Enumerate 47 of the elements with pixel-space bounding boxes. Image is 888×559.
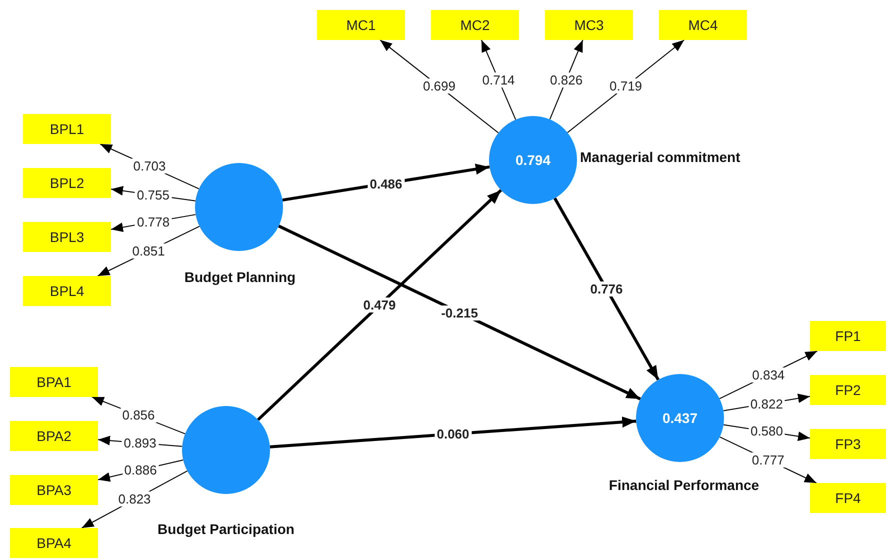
construct-name: Managerial commitment (580, 149, 740, 165)
indicator-box: BPL2 (23, 168, 111, 198)
indicator-box: BPL4 (23, 276, 111, 306)
edge-label: 0.856 (120, 408, 157, 423)
edge-label: 0.851 (130, 244, 167, 259)
edge-label: 0.826 (548, 72, 585, 88)
edge-label: 0.719 (608, 78, 644, 94)
edge-label: 0.822 (748, 396, 785, 412)
indicator-box: BPL3 (23, 222, 111, 252)
construct-name: Budget Participation (158, 521, 294, 537)
edge-label: -0.215 (439, 305, 480, 320)
indicator-box: MC1 (317, 10, 405, 40)
edge-label: 0.703 (131, 158, 168, 174)
indicator-box: MC3 (545, 10, 633, 40)
arrow (256, 189, 502, 421)
r-squared-value: 0.794 (515, 152, 551, 168)
edge-label: 0.777 (750, 452, 786, 468)
edge-label: 0.893 (122, 436, 158, 450)
edge-label: 0.776 (588, 282, 625, 296)
indicator-box: FP4 (810, 483, 886, 513)
arrow (553, 197, 660, 381)
indicator-box: BPA4 (10, 528, 98, 558)
edge-label: 0.580 (748, 424, 785, 439)
edge-label: 0.699 (420, 78, 458, 94)
indicator-box: BPA1 (10, 367, 98, 397)
indicator-box: MC4 (659, 10, 747, 40)
indicator-box: FP2 (810, 375, 886, 405)
edge-label: 0.778 (135, 214, 172, 230)
edge-label: 0.479 (361, 298, 398, 312)
construct-name: Financial Performance (608, 477, 760, 493)
indicator-box: FP3 (810, 429, 886, 459)
construct-name: Budget Planning (184, 269, 296, 285)
arrow (270, 416, 636, 448)
edge-label: 0.823 (116, 492, 153, 507)
indicator-box: MC2 (431, 10, 519, 40)
edge-label: 0.060 (434, 426, 472, 442)
indicator-box: BPL1 (23, 114, 111, 144)
arrow (278, 224, 641, 400)
indicator-box: BPA2 (10, 421, 98, 451)
indicator-box: FP1 (810, 321, 886, 351)
edge-label: 0.714 (480, 72, 517, 88)
r-squared-value: 0.437 (662, 410, 698, 426)
edge-label: 0.755 (134, 188, 172, 203)
edge-label: 0.486 (368, 176, 404, 191)
indicator-box: BPA3 (10, 475, 98, 505)
edge-label: 0.886 (122, 462, 159, 478)
edge-label: 0.834 (750, 367, 787, 382)
